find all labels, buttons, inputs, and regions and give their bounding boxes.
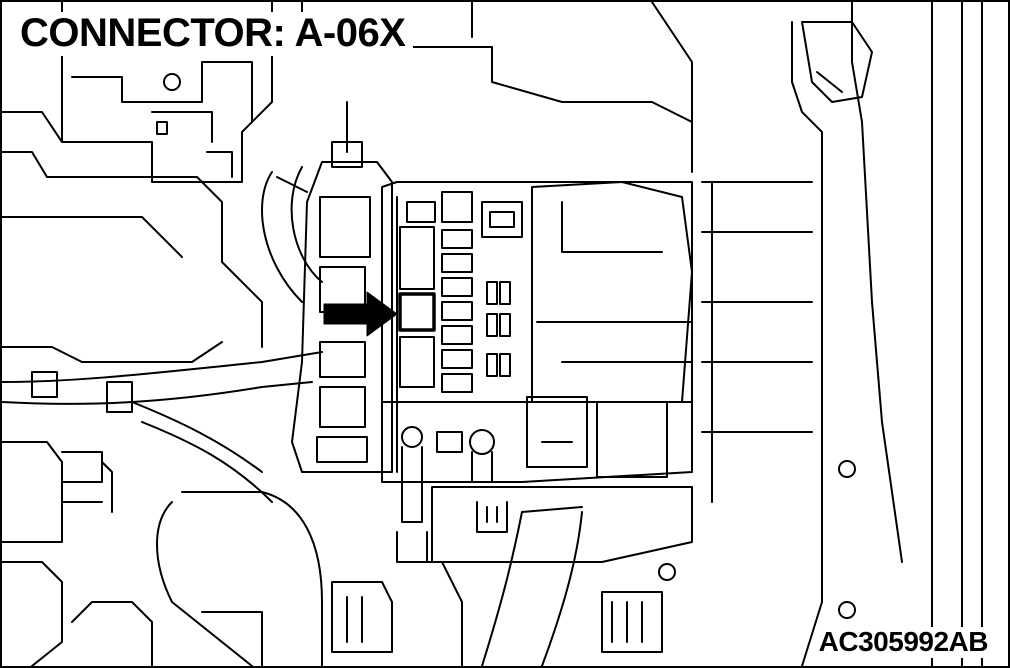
lower-connectors (431, 486, 693, 653)
fuse-box (381, 181, 693, 483)
figure-code: AC305992AB (814, 626, 992, 658)
connector-a-06x (398, 292, 436, 332)
harness-right (481, 506, 583, 666)
studs (396, 426, 495, 563)
right-body-panel (651, 2, 983, 666)
connector-title: CONNECTOR: A-06X (16, 12, 414, 56)
left-hose (261, 166, 323, 303)
upper-left-bracket (61, 2, 273, 183)
pointer-arrow (323, 291, 398, 337)
harness-left (2, 351, 323, 543)
left-body-panel (2, 111, 263, 363)
relay-block-left (291, 141, 393, 473)
lower-left-components (2, 491, 463, 666)
